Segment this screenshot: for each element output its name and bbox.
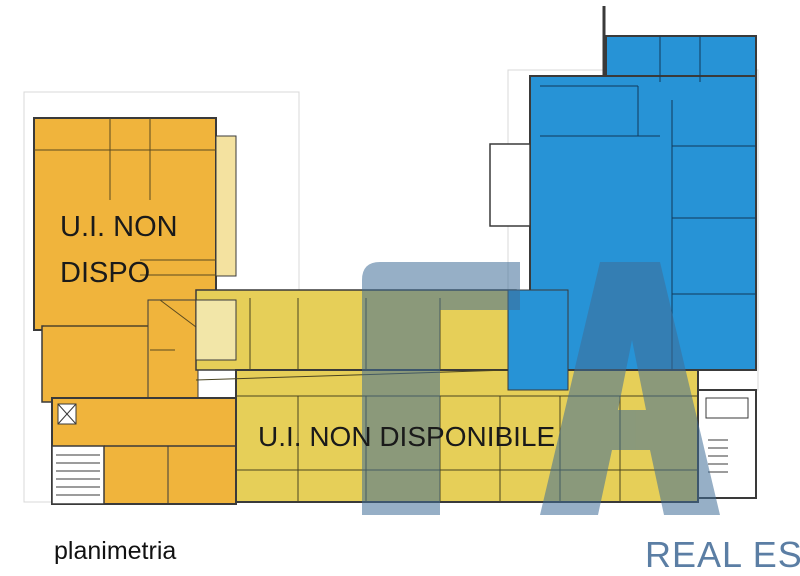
- watermark-text: REAL ES: [645, 534, 800, 575]
- label-left-unit-line1: U.I. NON: [60, 211, 178, 243]
- plan-caption: planimetria: [54, 537, 177, 565]
- label-bottom-unit: U.I. NON DISPONIBILE: [258, 421, 556, 452]
- label-left-unit-line2: DISPO: [60, 257, 151, 289]
- watermark-logo: [362, 262, 720, 515]
- unit-left-unavailable: [33, 117, 237, 403]
- unit-right-available: [489, 6, 757, 391]
- unit-bottom-left-unavailable: [51, 397, 237, 505]
